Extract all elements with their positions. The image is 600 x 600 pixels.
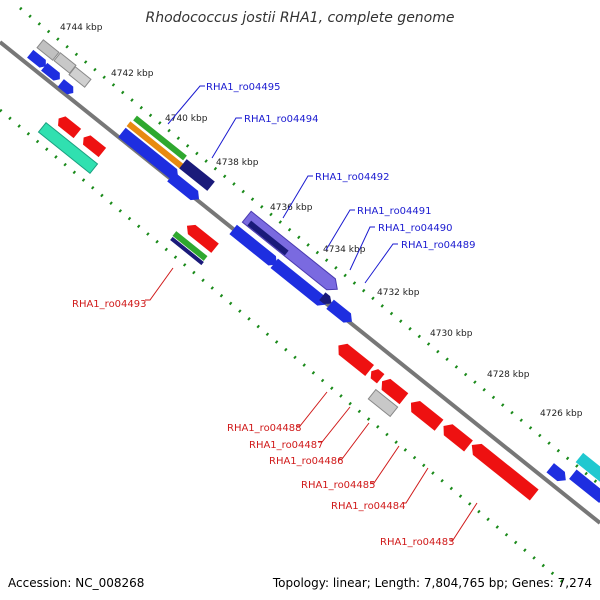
gene-feature[interactable]	[37, 121, 99, 175]
label-leaders-bottom	[145, 267, 478, 541]
gene-feature[interactable]	[334, 340, 374, 376]
gene-feature[interactable]	[241, 210, 341, 294]
lower-tick-line	[0, 108, 571, 590]
gene-label[interactable]: RHA1_ro04486	[269, 456, 344, 467]
tick-label: 4732 kbp	[377, 288, 420, 298]
tick-label: 4740 kbp	[165, 114, 208, 124]
gene-label[interactable]: RHA1_ro04488	[227, 423, 302, 434]
gene-label[interactable]: RHA1_ro04495	[206, 82, 281, 93]
gene-feature[interactable]	[367, 388, 399, 418]
gene-label[interactable]: RHA1_ro04484	[331, 501, 406, 512]
gene-feature[interactable]	[126, 121, 184, 169]
gene-feature[interactable]	[41, 62, 63, 83]
gene-feature[interactable]	[569, 469, 600, 507]
tick-label: 4728 kbp	[487, 370, 530, 380]
gene-feature[interactable]	[319, 292, 335, 307]
gene-feature[interactable]	[55, 114, 82, 139]
gene-feature[interactable]	[118, 127, 182, 182]
gene-feature[interactable]	[167, 172, 203, 204]
gene-feature[interactable]	[270, 258, 329, 310]
gene-label[interactable]: RHA1_ro04493	[72, 299, 147, 310]
label-leaders-top	[167, 85, 398, 284]
gene-feature[interactable]	[407, 397, 444, 431]
gene-label[interactable]: RHA1_ro04490	[378, 223, 453, 234]
gene-feature[interactable]	[133, 115, 187, 161]
tick-label: 4744 kbp	[60, 23, 103, 33]
gene-feature[interactable]	[80, 133, 107, 158]
gene-feature[interactable]	[68, 66, 92, 88]
gene-feature[interactable]	[368, 367, 385, 384]
gene-feature[interactable]	[439, 421, 473, 452]
gene-label[interactable]: RHA1_ro04492	[315, 172, 390, 183]
tick-label: 4742 kbp	[111, 69, 154, 79]
gene-feature[interactable]	[229, 224, 280, 269]
gene-label[interactable]: RHA1_ro04487	[249, 440, 324, 451]
gene-feature[interactable]	[172, 231, 208, 261]
tick-label: 4734 kbp	[323, 245, 366, 255]
accession-text: Accession: NC_008268	[8, 576, 145, 590]
gene-feature[interactable]	[170, 236, 204, 266]
gene-label[interactable]: RHA1_ro04483	[380, 537, 455, 548]
gene-feature[interactable]	[36, 39, 60, 61]
tick-label: 4738 kbp	[216, 158, 259, 168]
genome-summary-text: Topology: linear; Length: 7,804,765 bp; …	[272, 576, 592, 590]
gene-label[interactable]: RHA1_ro04494	[244, 114, 319, 125]
tick-label: 4736 kbp	[270, 203, 313, 213]
gene-feature[interactable]	[179, 159, 215, 191]
gene-feature[interactable]	[326, 299, 355, 327]
gene-feature[interactable]	[183, 221, 219, 253]
gene-feature[interactable]	[247, 220, 289, 256]
gene-label[interactable]: RHA1_ro04485	[301, 480, 376, 491]
tick-label: 4730 kbp	[430, 329, 473, 339]
gene-feature[interactable]	[575, 452, 600, 488]
gene-label[interactable]: RHA1_ro04491	[357, 206, 432, 217]
upper-tick-line	[19, 6, 600, 487]
gene-feature[interactable]	[467, 440, 539, 501]
gene-feature[interactable]	[546, 463, 569, 485]
gene-feature[interactable]	[27, 49, 49, 70]
gene-feature[interactable]	[57, 79, 77, 97]
tick-label: 4726 kbp	[540, 409, 583, 419]
gene-label[interactable]: RHA1_ro04489	[401, 240, 476, 251]
gene-feature[interactable]	[378, 376, 409, 405]
genome-title: Rhodococcus jostii RHA1, complete genome	[145, 10, 455, 26]
